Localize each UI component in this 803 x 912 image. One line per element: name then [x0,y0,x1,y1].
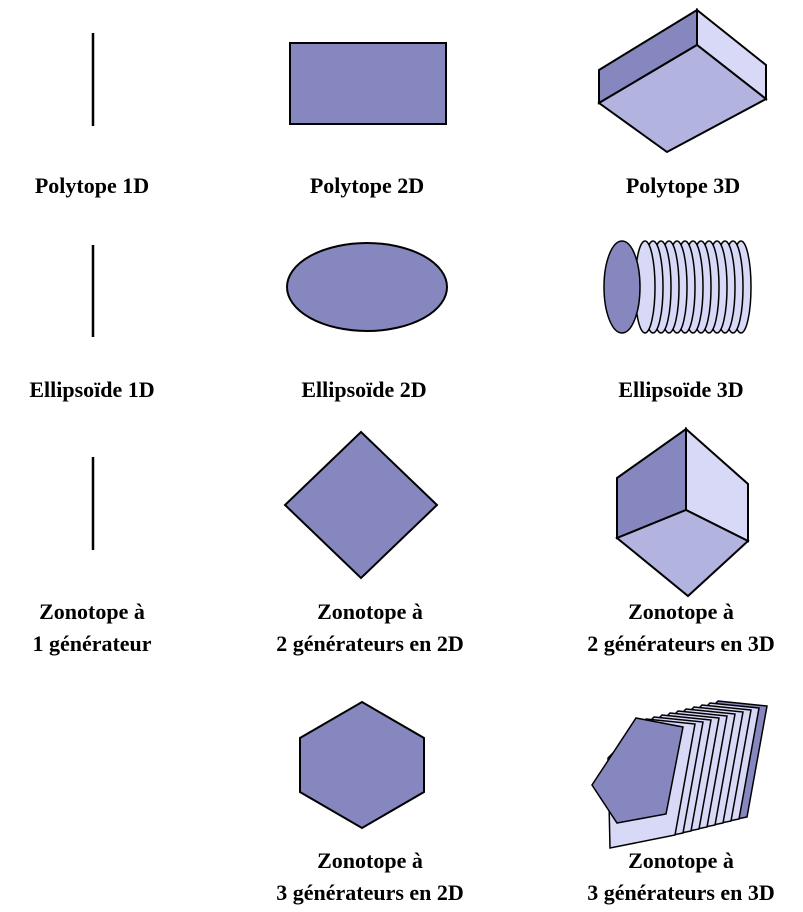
label-zonotope-2g3d-line1: Zonotope à [628,599,734,624]
polytope-3d-box [597,7,768,154]
label-polytope-1d-text: Polytope 1D [34,173,150,198]
zonotope-3-generateurs-3d-stack [591,700,768,849]
label-zonotope-2-generateurs-3d: Zonotope à 2 générateurs en 3D [587,596,775,660]
label-ellipsoide-1d-text: Ellipsoïde 1D [29,377,155,402]
label-ellipsoide-3d-text: Ellipsoïde 3D [618,377,744,402]
ellipsoide-2d-ellipse [286,242,448,332]
label-zonotope-3g3d-line1: Zonotope à [628,848,734,873]
label-zonotope-2-generateurs-2d: Zonotope à 2 générateurs en 2D [276,596,464,660]
label-polytope-2d-text: Polytope 2D [309,173,425,198]
label-zonotope-3-generateurs-3d: Zonotope à 3 générateurs en 3D [587,845,775,909]
label-zonotope-1g-line1: Zonotope à [39,599,145,624]
label-polytope-3d: Polytope 3D [626,170,740,202]
label-zonotope-3g2d-line1: Zonotope à [317,848,423,873]
label-zonotope-2g2d-line1: Zonotope à [317,599,423,624]
zonotope-3-generateurs-2d-hexagon [299,700,425,830]
zonotope-3d-bottom-face [615,508,750,598]
ellipsoide-3d-front-disc [603,240,641,334]
label-ellipsoide-3d: Ellipsoïde 3D [618,374,743,406]
zonotope-3g-3d-front-pentagon [591,717,684,824]
polytope-3d-bottom-face [597,43,768,154]
label-zonotope-2g3d-line2: 2 générateurs en 3D [587,631,775,656]
zonotope-2-generateurs-2d-diamond [283,430,439,580]
label-zonotope-3g2d-line2: 3 générateurs en 2D [276,880,464,905]
label-zonotope-1-generateur: Zonotope à 1 générateur [32,596,151,660]
label-polytope-2d: Polytope 2D [310,170,424,202]
label-zonotope-3g3d-line2: 3 générateurs en 3D [587,880,775,905]
label-ellipsoide-2d: Ellipsoïde 2D [301,374,426,406]
label-zonotope-2g2d-line2: 2 générateurs en 2D [276,631,464,656]
zonotope-2-generateurs-3d-cube [615,426,750,598]
label-zonotope-1g-line2: 1 générateur [32,631,152,656]
label-ellipsoide-1d: Ellipsoïde 1D [29,374,154,406]
label-ellipsoide-2d-text: Ellipsoïde 2D [301,377,427,402]
polytope-2d-rectangle [289,42,447,125]
label-polytope-3d-text: Polytope 3D [625,173,741,198]
ellipsoide-3d-stack [603,240,752,334]
label-polytope-1d: Polytope 1D [35,170,149,202]
label-zonotope-3-generateurs-2d: Zonotope à 3 générateurs en 2D [276,845,464,909]
